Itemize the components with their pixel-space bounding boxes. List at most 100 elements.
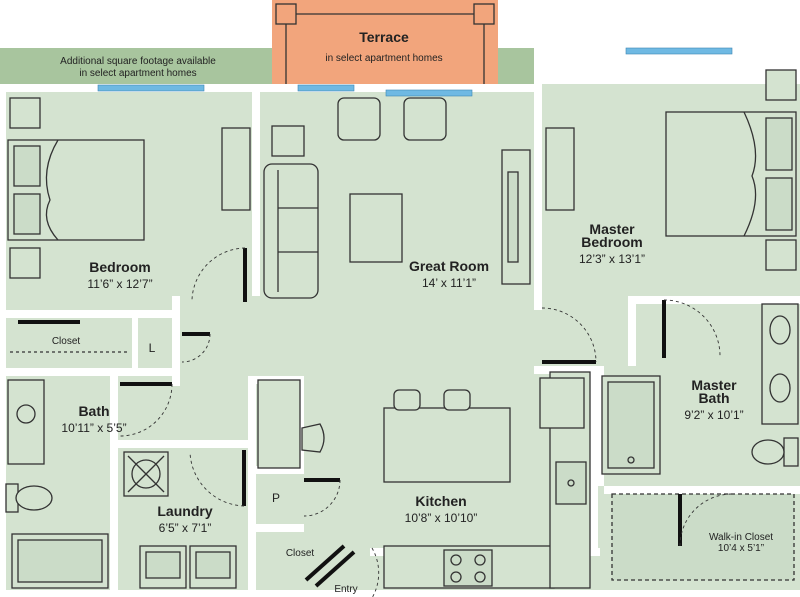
laundry-washer-inner — [145, 551, 181, 579]
kitchen-stool-2 — [443, 389, 471, 411]
master-shower-inner — [607, 381, 655, 469]
entry-label: Entry — [334, 584, 357, 595]
great-room-name: Great Room — [409, 258, 489, 274]
bath-dims: 10’11” x 5’5” — [61, 421, 126, 435]
bedroom-blanket-fold — [45, 139, 59, 241]
master-bath-name-1: Master — [691, 377, 737, 393]
water-heater-x2 — [127, 455, 165, 493]
master-bath-dims: 9’2” x 10’1” — [684, 408, 743, 422]
wall-left — [0, 84, 6, 597]
master-toilet-tank — [783, 437, 799, 467]
wall-bath-right — [110, 376, 118, 597]
window-master — [625, 47, 733, 55]
additional-area-line2: in select apartment homes — [79, 68, 196, 79]
wall-walkin-top — [604, 486, 800, 494]
master-pillow-2 — [765, 177, 793, 231]
stove-burner-1 — [450, 554, 462, 566]
wall-pantry-mid — [256, 466, 304, 474]
wall-mbath-top — [632, 296, 800, 304]
additional-area — [0, 48, 272, 86]
wall-top-left — [0, 84, 536, 92]
wall-mbath-left — [596, 366, 604, 486]
swing-laundry — [189, 451, 245, 507]
bath-name: Bath — [78, 403, 109, 419]
wall-bath-mid — [110, 440, 248, 448]
additional-area-line1: Additional square footage available — [60, 56, 216, 67]
kitchen-stove — [443, 549, 493, 587]
additional-area-right — [498, 48, 536, 86]
master-nightstand-top — [765, 69, 797, 101]
wall-hall-left — [172, 296, 180, 386]
great-room-sofa — [263, 163, 319, 299]
bath-sink — [16, 404, 36, 424]
bedroom-dims: 11’6” x 12’7” — [87, 277, 152, 291]
swing-master-bath — [663, 299, 721, 357]
window-great-room-2 — [385, 89, 473, 97]
wall-kitchen-right — [590, 366, 598, 548]
great-room-chair-1 — [337, 97, 381, 141]
window-great-room-1 — [297, 84, 355, 92]
bath-toilet-bowl — [15, 485, 53, 511]
walk-in-closet-dims: 10’4 x 5’1” — [718, 543, 764, 554]
stove-burner-4 — [474, 571, 486, 583]
wall-bed-great — [252, 92, 260, 296]
kitchen-fridge — [539, 377, 585, 429]
bedroom-dresser — [221, 127, 251, 211]
master-bath-name-2: Bath — [698, 390, 729, 406]
closet-entry-label: Closet — [286, 548, 315, 559]
pantry-label: P — [272, 491, 280, 505]
kitchen-sink-drain — [567, 479, 575, 487]
wall-linen — [132, 318, 138, 368]
wall-closet-bottom — [0, 368, 180, 376]
laundry-dryer-inner — [195, 551, 231, 579]
bedroom-pillow-1 — [13, 145, 41, 187]
bath-tub-inner — [17, 539, 103, 583]
swing-master — [541, 307, 597, 363]
wall-mbath-divider — [628, 296, 636, 366]
wall-master-bottom — [534, 366, 600, 374]
master-sink-1 — [769, 315, 791, 345]
wall-master-left — [534, 48, 542, 310]
wall-bottom — [0, 590, 800, 597]
bedroom-name: Bedroom — [89, 259, 150, 275]
kitchen-stool-1 — [393, 389, 421, 411]
master-nightstand-bottom — [765, 239, 797, 271]
swing-bedroom — [191, 247, 246, 301]
terrace-post-right — [473, 3, 495, 25]
swing-pantry — [303, 479, 341, 517]
kitchen-dims: 10’8” x 10’10” — [405, 511, 478, 525]
bedroom-nightstand-top — [9, 97, 41, 129]
wall-laundry-right — [248, 376, 256, 597]
laundry-name: Laundry — [157, 503, 212, 519]
terrace-title: Terrace — [359, 29, 409, 45]
linen-label: L — [149, 341, 156, 355]
kitchen-desk — [257, 379, 301, 469]
master-pillow-1 — [765, 117, 793, 171]
kitchen-desk-chair — [301, 423, 325, 453]
master-bedroom-dims: 12’3” x 13’1” — [579, 252, 645, 266]
kitchen-name: Kitchen — [415, 493, 466, 509]
master-sink-2 — [769, 373, 791, 403]
great-room-dims: 14’ x 11’1” — [422, 276, 476, 290]
master-blanket-fold — [743, 111, 757, 237]
window-bedroom — [97, 84, 205, 92]
master-bedroom-name-2: Bedroom — [581, 234, 642, 250]
kitchen-island — [383, 407, 511, 483]
walk-in-closet-name: Walk-in Closet — [709, 532, 773, 543]
bedroom-pillow-2 — [13, 193, 41, 235]
great-room-chair-2 — [403, 97, 447, 141]
terrace-post-left — [275, 3, 297, 25]
stove-burner-3 — [450, 571, 462, 583]
great-room-side-table — [271, 125, 305, 157]
laundry-dims: 6’5” x 7’1” — [159, 521, 212, 535]
door-entry-closet-2 — [314, 550, 356, 588]
walk-in-closet-area — [611, 493, 795, 581]
master-bedroom-name-1: Master — [589, 221, 635, 237]
wall-bed-bottom — [0, 310, 180, 318]
closet-bedroom-label: Closet — [52, 336, 81, 347]
kitchen-sink — [555, 461, 587, 505]
master-toilet-bowl — [751, 439, 785, 465]
great-room-tv — [507, 171, 519, 263]
bedroom-nightstand-bottom — [9, 247, 41, 279]
